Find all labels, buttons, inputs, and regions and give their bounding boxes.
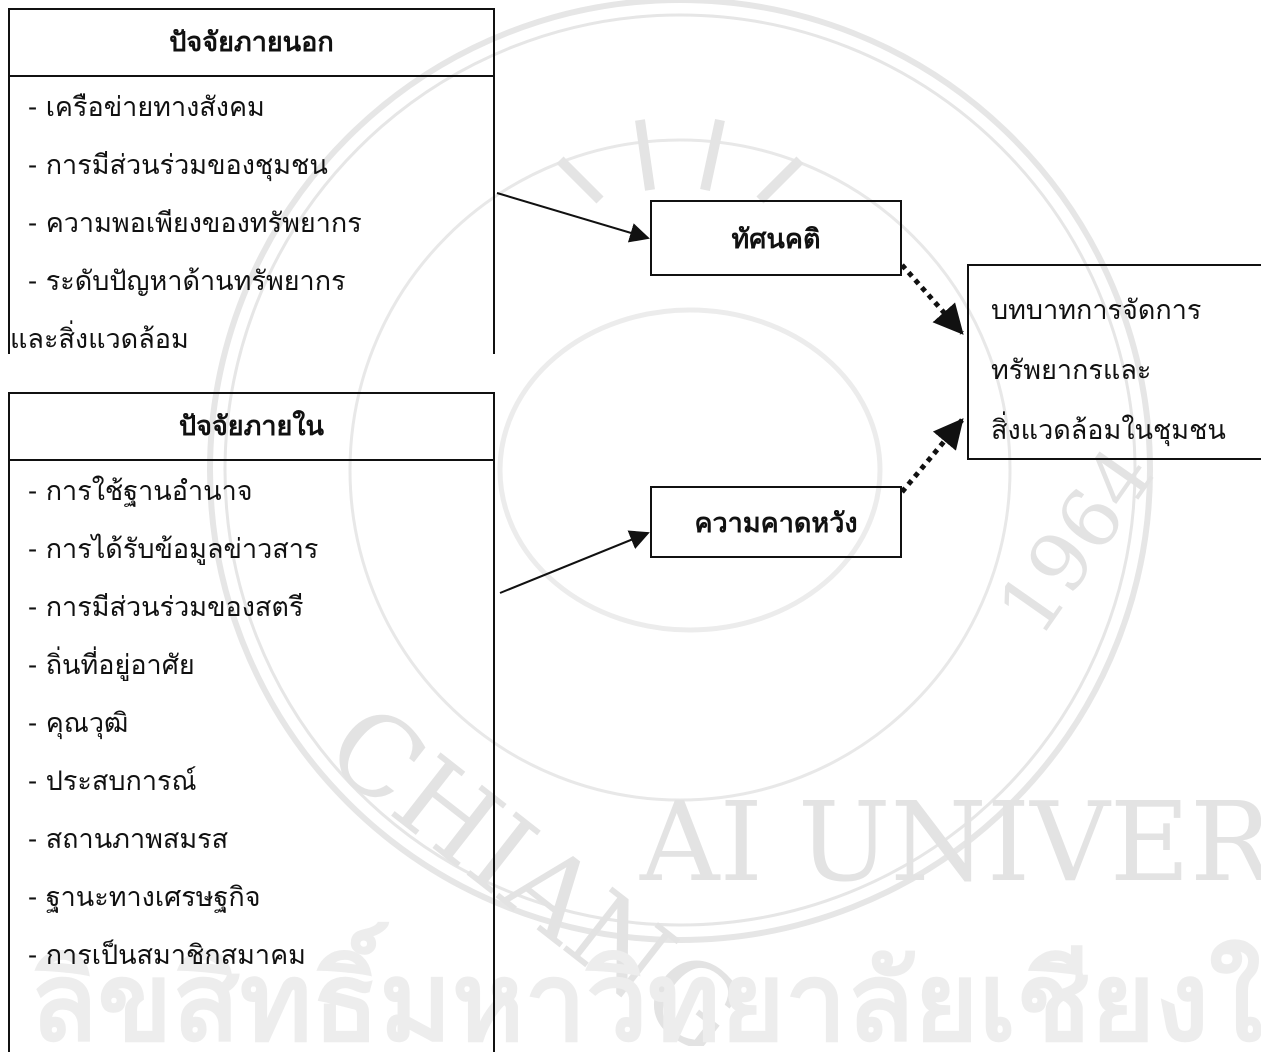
- list-item: - ประสบการณ์: [28, 766, 197, 797]
- attitude-label: ทัศนคติ: [731, 223, 821, 255]
- list-item: - การใช้ฐานอำนาจ: [28, 476, 253, 507]
- external-factors-list: - เครือข่ายทางสังคม - การมีส่วนร่วมของชุ…: [10, 77, 493, 373]
- outcome-line: บทบาทการจัดการ: [991, 295, 1202, 326]
- arrow-expectation-to-outcome: [900, 418, 964, 494]
- list-item: - ความพอเพียงของทรัพยากร: [28, 208, 362, 239]
- list-item: - สถานภาพสมรส: [28, 824, 229, 855]
- attitude-node: ทัศนคติ: [650, 200, 902, 276]
- arrow-internal-to-expectation: [499, 530, 650, 594]
- outcome-line: สิ่งแวดล้อมในชุมชน: [991, 415, 1226, 446]
- external-factors-title: ปัจจัยภายนอก: [10, 10, 493, 77]
- arrow-external-to-attitude: [496, 192, 650, 243]
- expectation-label: ความคาดหวัง: [694, 507, 858, 539]
- list-item: และสิ่งแวดล้อม: [10, 324, 189, 355]
- list-item: - การมีส่วนร่วมของสตรี: [28, 592, 304, 623]
- list-item: - การมีส่วนร่วมของชุมชน: [28, 150, 328, 181]
- list-item: - เครือข่ายทางสังคม: [28, 92, 265, 123]
- list-item: - ระดับปัญหาด้านทรัพยากร: [28, 266, 346, 297]
- list-item: - คุณวุฒิ: [28, 708, 129, 739]
- outcome-line: ทรัพยากรและ: [991, 355, 1152, 386]
- external-factors-box: ปัจจัยภายนอก - เครือข่ายทางสังคม - การมี…: [8, 8, 495, 355]
- list-item: - ฐานะทางเศรษฐกิจ: [28, 882, 261, 913]
- arrow-attitude-to-outcome: [900, 263, 964, 335]
- list-item: - การได้รับข้อมูลข่าวสาร: [28, 534, 319, 565]
- list-item: - ถิ่นที่อยู่อาศัย: [28, 650, 195, 681]
- outcome-box: บทบาทการจัดการ ทรัพยากรและ สิ่งแวดล้อมใน…: [967, 264, 1261, 460]
- internal-factors-title: ปัจจัยภายใน: [10, 394, 493, 461]
- internal-factors-box: ปัจจัยภายใน - การใช้ฐานอำนาจ - การได้รับ…: [8, 392, 495, 1052]
- internal-factors-list: - การใช้ฐานอำนาจ - การได้รับข้อมูลข่าวสา…: [10, 461, 493, 989]
- expectation-node: ความคาดหวัง: [650, 486, 902, 558]
- list-item: - การเป็นสมาชิกสมาคม: [28, 940, 306, 971]
